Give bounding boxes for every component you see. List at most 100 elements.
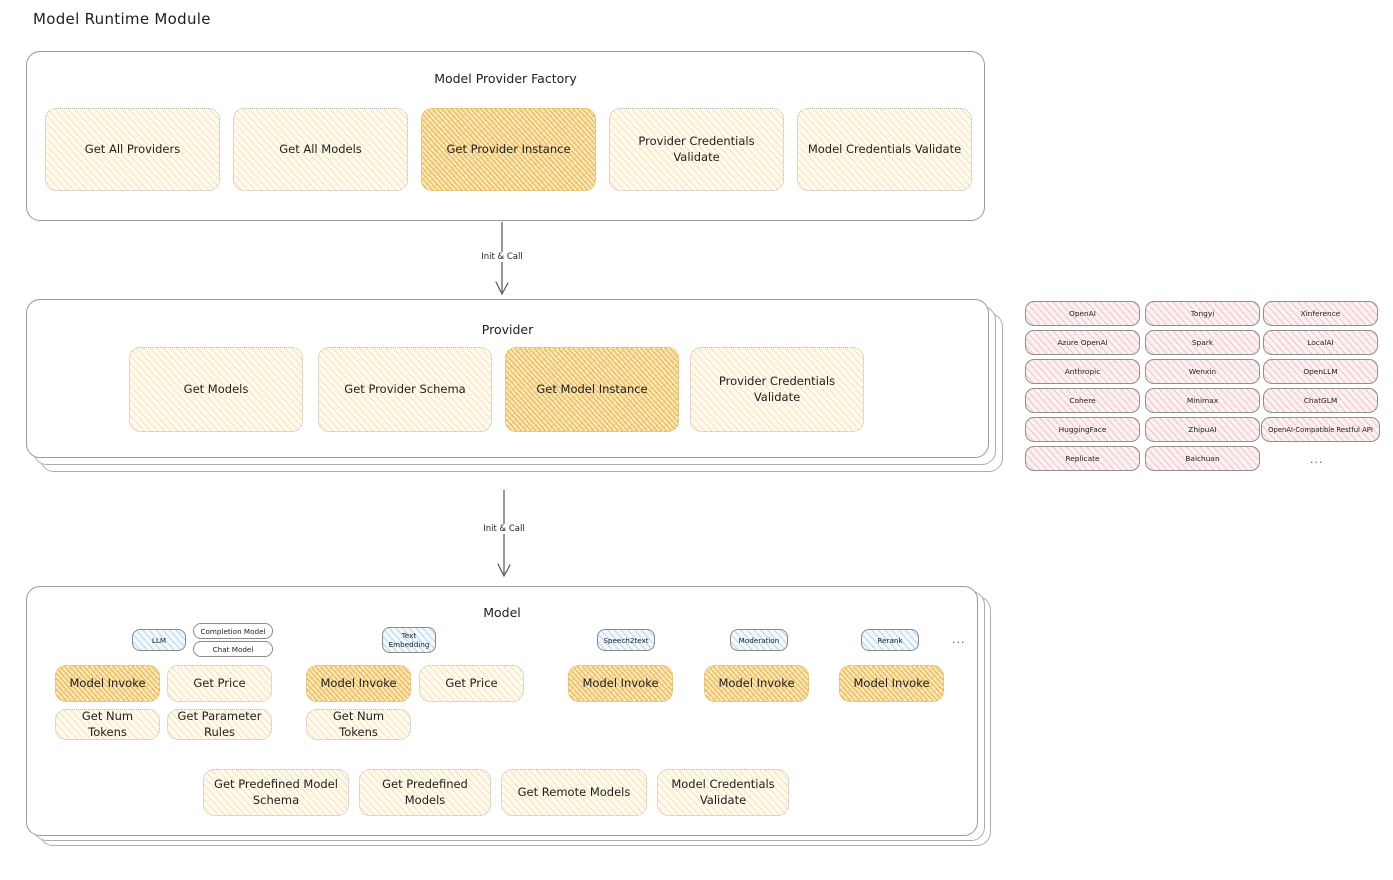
model-provider-factory-panel: Model Provider Factory Get All Providers… — [26, 51, 985, 221]
factory-card-provider-credentials-validate[interactable]: Provider Credentials Validate — [609, 108, 784, 191]
card-label: Get Provider Schema — [344, 381, 466, 396]
provider-chip-azure-openai[interactable]: Azure OpenAI — [1025, 330, 1140, 355]
provider-chip-wenxin[interactable]: Wenxin — [1145, 359, 1260, 384]
badge-label: Rerank — [877, 635, 903, 645]
speech2text-op-model-invoke[interactable]: Model Invoke — [568, 665, 673, 702]
provider-chip-cohere[interactable]: Cohere — [1025, 388, 1140, 413]
model-type-badge-text-embedding[interactable]: Text Embedding — [382, 627, 436, 653]
provider-chip-minimax[interactable]: Minimax — [1145, 388, 1260, 413]
factory-card-get-all-providers[interactable]: Get All Providers — [45, 108, 220, 191]
card-label: Model Invoke — [69, 675, 146, 690]
card-label: Get All Models — [279, 141, 362, 156]
provider-chip-openai-compatible-restful-api[interactable]: OpenAI-Compatible Restful API — [1261, 417, 1380, 442]
model-type-badge-speech2text[interactable]: Speech2text — [597, 629, 655, 651]
llm-op-get-num-tokens[interactable]: Get Num Tokens — [55, 709, 160, 740]
card-label: Model Credentials Validate — [807, 141, 962, 156]
model-types-more: ... — [952, 633, 966, 646]
provider-chip-label: Cohere — [1069, 396, 1096, 405]
provider-card-get-model-instance[interactable]: Get Model Instance — [505, 347, 679, 432]
model-common-op-get-predefined-models[interactable]: Get Predefined Models — [359, 769, 491, 816]
card-label: Get Price — [193, 675, 246, 690]
provider-chip-label: Minimax — [1186, 396, 1219, 405]
card-label: Get Price — [445, 675, 498, 690]
model-type-badge-rerank[interactable]: Rerank — [861, 629, 919, 651]
badge-label: Speech2text — [603, 635, 649, 645]
provider-chip-tongyi[interactable]: Tongyi — [1145, 301, 1260, 326]
provider-chip-huggingface[interactable]: HuggingFace — [1025, 417, 1140, 442]
provider-chip-anthropic[interactable]: Anthropic — [1025, 359, 1140, 384]
model-common-op-get-predefined-model-schema[interactable]: Get Predefined Model Schema — [203, 769, 349, 816]
card-label: Get Predefined Models — [382, 776, 468, 807]
card-label: Get Remote Models — [517, 784, 631, 799]
provider-chip-label: Baichuan — [1185, 454, 1220, 463]
card-label: Get Provider Instance — [446, 141, 571, 156]
arrow-2-svg — [497, 490, 511, 578]
model-subbadge-chat-model[interactable]: Chat Model — [193, 641, 273, 657]
provider-chip-replicate[interactable]: Replicate — [1025, 446, 1140, 471]
card-label: Provider Credentials Validate — [638, 133, 755, 164]
model-common-op-model-credentials-validate[interactable]: Model Credentials Validate — [657, 769, 789, 816]
provider-panel: Provider Get Models Get Provider Schema … — [26, 299, 989, 458]
card-label: Model Invoke — [320, 675, 397, 690]
provider-chip-zhipuai[interactable]: ZhipuAI — [1145, 417, 1260, 442]
provider-chip-label: Anthropic — [1064, 367, 1101, 376]
provider-chip-label: ZhipuAI — [1188, 425, 1217, 434]
card-label: Get Num Tokens — [332, 708, 385, 739]
text-embedding-op-get-price[interactable]: Get Price — [419, 665, 524, 702]
model-title: Model — [483, 605, 521, 620]
provider-chip-openai[interactable]: OpenAI — [1025, 301, 1140, 326]
moderation-op-model-invoke[interactable]: Model Invoke — [704, 665, 809, 702]
provider-chip-label: Wenxin — [1188, 367, 1217, 376]
provider-card-get-provider-schema[interactable]: Get Provider Schema — [318, 347, 492, 432]
text-embedding-op-get-num-tokens[interactable]: Get Num Tokens — [306, 709, 411, 740]
badge-label: Text Embedding — [388, 631, 430, 649]
factory-title: Model Provider Factory — [434, 71, 577, 86]
subbadge-label: Completion Model — [200, 626, 266, 636]
provider-card-provider-credentials-validate[interactable]: Provider Credentials Validate — [690, 347, 864, 432]
provider-chip-baichuan[interactable]: Baichuan — [1145, 446, 1260, 471]
provider-chip-label: Spark — [1191, 338, 1214, 347]
provider-chip-label: LocalAI — [1307, 338, 1334, 347]
llm-op-model-invoke[interactable]: Model Invoke — [55, 665, 160, 702]
rerank-op-model-invoke[interactable]: Model Invoke — [839, 665, 944, 702]
card-label: Model Credentials Validate — [671, 776, 775, 807]
model-type-badge-llm[interactable]: LLM — [132, 629, 186, 651]
provider-card-get-models[interactable]: Get Models — [129, 347, 303, 432]
model-type-badge-moderation[interactable]: Moderation — [730, 629, 788, 651]
llm-op-get-parameter-rules[interactable]: Get Parameter Rules — [167, 709, 272, 740]
llm-op-get-price[interactable]: Get Price — [167, 665, 272, 702]
page-title: Model Runtime Module — [33, 10, 211, 28]
card-label: Model Invoke — [582, 675, 659, 690]
provider-chip-label: Xinference — [1300, 309, 1341, 318]
card-label: Model Invoke — [718, 675, 795, 690]
text-embedding-op-model-invoke[interactable]: Model Invoke — [306, 665, 411, 702]
provider-title: Provider — [481, 322, 534, 337]
provider-chip-label: OpenAI-Compatible Restful API — [1268, 425, 1373, 434]
card-label: Get Predefined Model Schema — [214, 776, 338, 807]
provider-chip-spark[interactable]: Spark — [1145, 330, 1260, 355]
card-label: Get Parameter Rules — [177, 708, 262, 739]
provider-chip-xinference[interactable]: Xinference — [1263, 301, 1378, 326]
provider-chip-label: OpenLLM — [1303, 367, 1338, 376]
card-label: Get Models — [183, 381, 249, 396]
provider-chip-label: HuggingFace — [1058, 425, 1107, 434]
provider-chip-chatglm[interactable]: ChatGLM — [1263, 388, 1378, 413]
model-common-op-get-remote-models[interactable]: Get Remote Models — [501, 769, 647, 816]
provider-list-more: ... — [1310, 453, 1324, 466]
provider-chip-label: OpenAI — [1069, 309, 1096, 318]
provider-chip-label: Replicate — [1065, 454, 1100, 463]
provider-chip-openllm[interactable]: OpenLLM — [1263, 359, 1378, 384]
model-subbadge-completion-model[interactable]: Completion Model — [193, 623, 273, 639]
arrow-provider-to-model — [477, 490, 532, 582]
model-panel: Model LLM Completion Model Chat Model Mo… — [26, 586, 978, 836]
arrow-2-label: Init & Call — [480, 524, 528, 534]
subbadge-label: Chat Model — [212, 644, 254, 654]
provider-chip-localai[interactable]: LocalAI — [1263, 330, 1378, 355]
factory-card-get-provider-instance[interactable]: Get Provider Instance — [421, 108, 596, 191]
badge-label: LLM — [151, 635, 167, 645]
factory-card-model-credentials-validate[interactable]: Model Credentials Validate — [797, 108, 972, 191]
provider-chip-label: Tongyi — [1190, 309, 1215, 318]
card-label: Get All Providers — [84, 141, 181, 156]
provider-chip-label: ChatGLM — [1303, 396, 1338, 405]
factory-card-get-all-models[interactable]: Get All Models — [233, 108, 408, 191]
